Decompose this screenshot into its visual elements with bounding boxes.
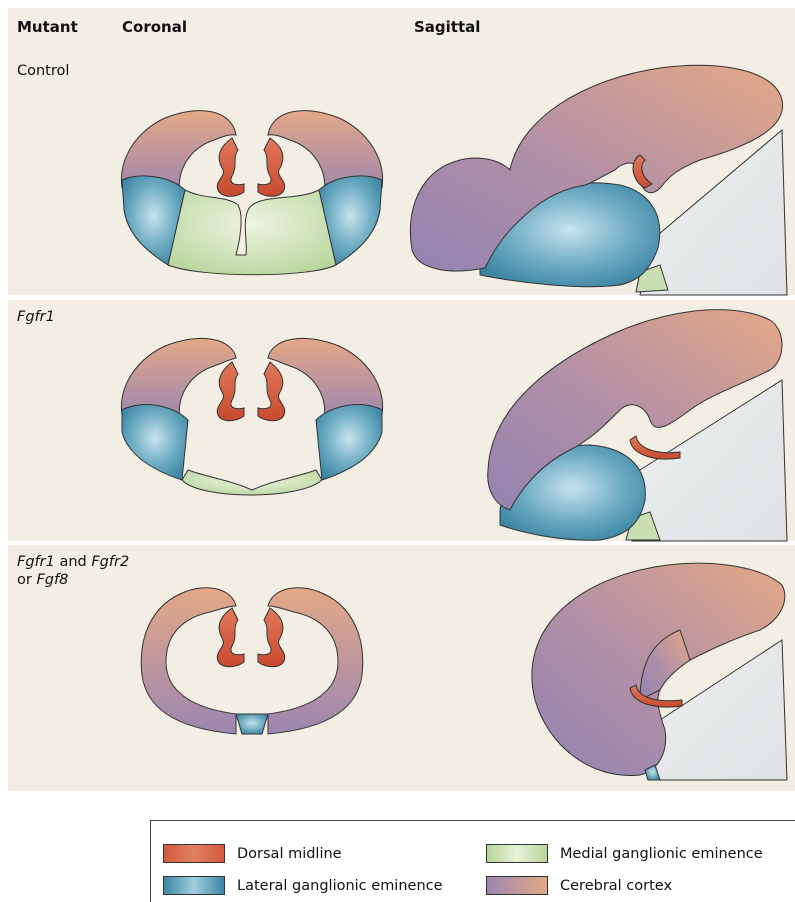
lge-coronal bbox=[316, 405, 382, 480]
legend-label: Medial ganglionic eminence bbox=[560, 846, 763, 862]
dorsal-midline-coronal bbox=[217, 362, 244, 421]
legend-label: Lateral ganglionic eminence bbox=[237, 878, 443, 894]
dorsal-midline-coronal bbox=[217, 138, 244, 196]
legend-item-cortex: Cerebral cortex bbox=[486, 876, 672, 895]
sagittal-fgfr1-fgfr2-fgf8 bbox=[532, 563, 787, 780]
mge-coronal bbox=[182, 470, 322, 495]
dorsal-midline-sagittal bbox=[630, 436, 680, 459]
lge-coronal bbox=[122, 405, 188, 480]
swatch-mge bbox=[486, 844, 548, 863]
dorsal-midline-coronal bbox=[258, 608, 285, 667]
dorsal-midline-coronal bbox=[217, 608, 244, 667]
swatch-cortex bbox=[486, 876, 548, 895]
swatch-dorsal-midline bbox=[163, 844, 225, 863]
legend-label: Dorsal midline bbox=[237, 846, 342, 862]
coronal-fgfr1-fgfr2-fgf8 bbox=[141, 588, 362, 734]
legend-item-mge: Medial ganglionic eminence bbox=[486, 844, 763, 863]
mge-coronal bbox=[168, 190, 336, 275]
sagittal-fgfr1 bbox=[488, 310, 787, 541]
legend: Dorsal midline Medial ganglionic eminenc… bbox=[150, 820, 795, 902]
coronal-fgfr1 bbox=[121, 338, 382, 495]
legend-item-lge: Lateral ganglionic eminence bbox=[163, 876, 443, 895]
legend-item-dorsal-midline: Dorsal midline bbox=[163, 844, 342, 863]
dorsal-midline-coronal bbox=[258, 138, 285, 196]
sagittal-control bbox=[410, 65, 787, 295]
lge-coronal bbox=[236, 714, 268, 734]
dorsal-midline-coronal bbox=[258, 362, 285, 421]
swatch-lge bbox=[163, 876, 225, 895]
coronal-control bbox=[121, 111, 382, 275]
legend-label: Cerebral cortex bbox=[560, 878, 672, 894]
